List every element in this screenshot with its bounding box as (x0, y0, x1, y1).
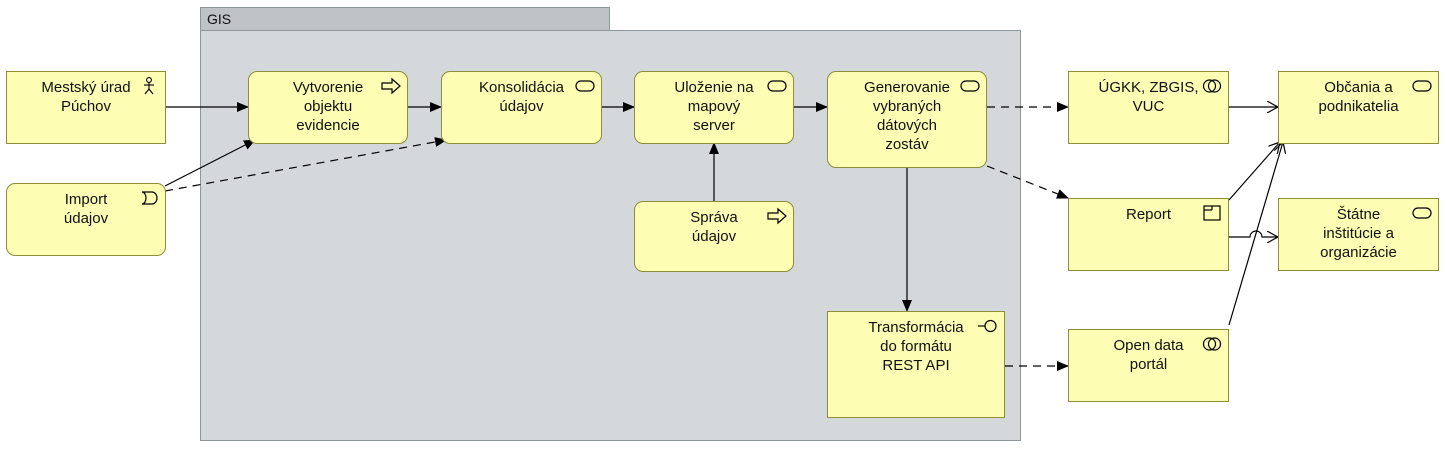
node-label: Vytvorenie objektu evidencie (292, 79, 364, 134)
node-transformacia[interactable]: Transformácia do formátu REST API (827, 311, 1005, 418)
edge-report-to-statne (1229, 230, 1278, 237)
node-konsolidacia[interactable]: Konsolidácia údajov (441, 71, 602, 144)
node-ulozenie[interactable]: Uloženie na mapový server (634, 71, 794, 144)
edge-open-data-to-obcania (1228, 142, 1283, 326)
service-icon (960, 80, 980, 92)
collaboration-icon (1202, 337, 1222, 351)
node-import-udajov[interactable]: Import údajov (6, 183, 166, 256)
node-sprava[interactable]: Správa údajov (634, 201, 794, 272)
node-label: Správa údajov (690, 209, 738, 245)
node-ugkk[interactable]: ÚGKK, ZBGIS, VUC (1068, 71, 1229, 144)
process-arrow-icon (767, 207, 787, 225)
node-statne[interactable]: Štátne inštitúcie a organizácie (1278, 198, 1439, 271)
gis-group-label: GIS (207, 11, 232, 27)
edge-report-to-obcania (1228, 142, 1280, 201)
node-label: Report (1125, 206, 1172, 223)
process-arrow-icon (381, 77, 401, 95)
representation-icon (1203, 205, 1221, 221)
node-label: Štátne inštitúcie a organizácie (1320, 206, 1397, 261)
node-label: ÚGKK, ZBGIS, VUC (1098, 79, 1199, 115)
node-label: Import údajov (63, 191, 109, 227)
service-icon (1412, 207, 1432, 219)
node-open-data[interactable]: Open data portál (1068, 329, 1229, 402)
node-mestsky-urad[interactable]: Mestský úrad Púchov (6, 71, 166, 144)
node-label: Open data portál (1113, 337, 1184, 373)
node-vytvorenie[interactable]: Vytvorenie objektu evidencie (248, 71, 408, 144)
service-icon (575, 80, 595, 92)
node-generovanie[interactable]: Generovanie vybraných dátových zostáv (827, 71, 987, 168)
node-report[interactable]: Report (1068, 198, 1229, 271)
node-label: Mestský úrad Púchov (41, 79, 131, 115)
service-icon (767, 80, 787, 92)
node-label: Transformácia do formátu REST API (868, 319, 964, 374)
interface-icon (978, 319, 997, 333)
node-label: Konsolidácia údajov (478, 79, 565, 115)
node-label: Uloženie na mapový server (674, 79, 754, 134)
actor-icon (144, 77, 154, 95)
node-label: Občania a podnikatelia (1318, 79, 1399, 115)
node-label: Generovanie vybraných dátových zostáv (864, 79, 950, 153)
node-obcania[interactable]: Občania a podnikatelia (1278, 71, 1439, 144)
event-icon (141, 191, 158, 205)
gis-group-tab: GIS (200, 7, 610, 31)
collaboration-icon (1202, 79, 1222, 93)
service-icon (1412, 80, 1432, 92)
